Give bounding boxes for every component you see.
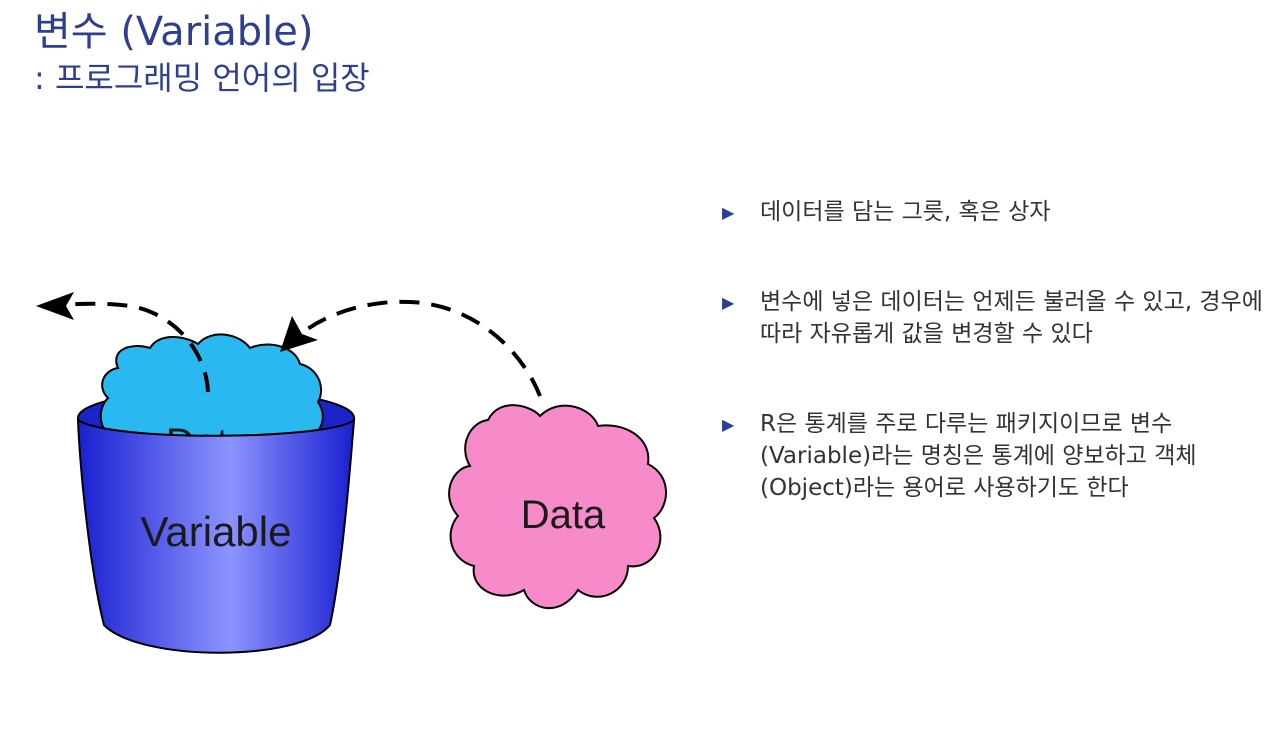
slide-subtitle: : 프로그래밍 언어의 입장 (34, 58, 370, 98)
bullet-text: 변수에 넣은 데이터는 언제든 불러올 수 있고, 경우에 따라 자유롭게 값을… (760, 289, 1263, 347)
bullet-list: ▶ 데이터를 담는 그릇, 혹은 상자 ▶ 변수에 넣은 데이터는 언제든 불러… (720, 196, 1265, 504)
store-arrow-path (296, 302, 540, 396)
bucket-label: Variable (141, 508, 292, 555)
variable-illustration: Data Variable Data (0, 270, 690, 670)
slide-title: 변수 (Variable) (34, 6, 370, 58)
triangle-bullet-icon: ▶ (722, 286, 734, 320)
triangle-bullet-icon: ▶ (722, 196, 734, 230)
bucket-diagram: Data Variable Data (0, 270, 690, 670)
outside-data-label: Data (521, 493, 606, 537)
bullet-item: ▶ R은 통계를 주로 다루는 패키지이므로 변수(Variable)라는 명칭… (720, 408, 1265, 504)
retrieve-arrow-head-icon (36, 292, 74, 320)
bullet-text: R은 통계를 주로 다루는 패키지이므로 변수(Variable)라는 명칭은 … (760, 411, 1197, 501)
bullet-item: ▶ 데이터를 담는 그릇, 혹은 상자 (720, 196, 1265, 228)
title-block: 변수 (Variable) : 프로그래밍 언어의 입장 (34, 6, 370, 98)
bullet-item: ▶ 변수에 넣은 데이터는 언제든 불러올 수 있고, 경우에 따라 자유롭게 … (720, 286, 1265, 350)
bullet-text: 데이터를 담는 그릇, 혹은 상자 (760, 199, 1050, 225)
triangle-bullet-icon: ▶ (722, 408, 734, 442)
store-arrow-head-icon (280, 316, 318, 352)
